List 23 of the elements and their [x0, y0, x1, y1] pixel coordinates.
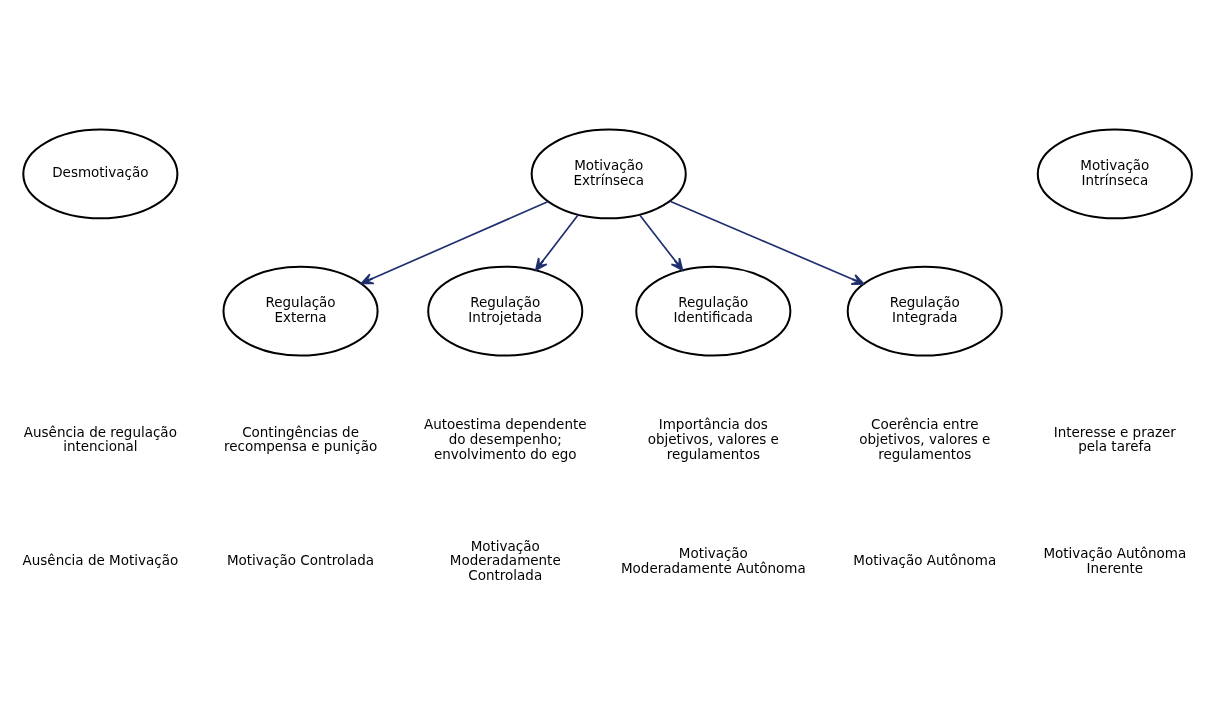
- label: Importância dos objetivos, valores e regulamentos: [647, 415, 779, 462]
- node-ellipse: Regulação Identificada: [635, 265, 792, 357]
- label: Motivação Moderadamente Controlada: [449, 537, 561, 583]
- label: Contingências de recompensa e punição: [223, 423, 378, 454]
- arrow: [360, 200, 550, 284]
- label: Motivação Moderadamente Autônoma: [620, 544, 806, 576]
- arrow: [638, 213, 684, 271]
- node-ellipse: Motivação Extrínseca: [530, 128, 687, 219]
- node-ellipse: Motivação Intrínseca: [1036, 128, 1193, 219]
- label: Interesse e prazer pela tarefa: [1053, 423, 1176, 454]
- node-ellipse: Regulação Integrada: [846, 265, 1003, 357]
- node-ellipse: Regulação Introjetada: [427, 265, 584, 357]
- label: Autoestima dependente do desempenho; envolvimento do ego: [423, 415, 587, 462]
- label: Ausência de Motivação: [22, 551, 179, 568]
- label: Motivação Controlada: [226, 551, 375, 568]
- label: Ausência de regulação intencional: [23, 423, 177, 454]
- label: Coerência entre objetivos, valores e regulamentos: [859, 415, 991, 462]
- arrow: [669, 199, 865, 285]
- node-ellipse: Desmotivação: [22, 128, 179, 219]
- label: Motivação Autônoma Inerente: [1043, 544, 1187, 576]
- label: Motivação Autônoma: [853, 551, 997, 568]
- node-ellipse: Regulação Externa: [222, 265, 379, 357]
- arrow: [535, 213, 580, 271]
